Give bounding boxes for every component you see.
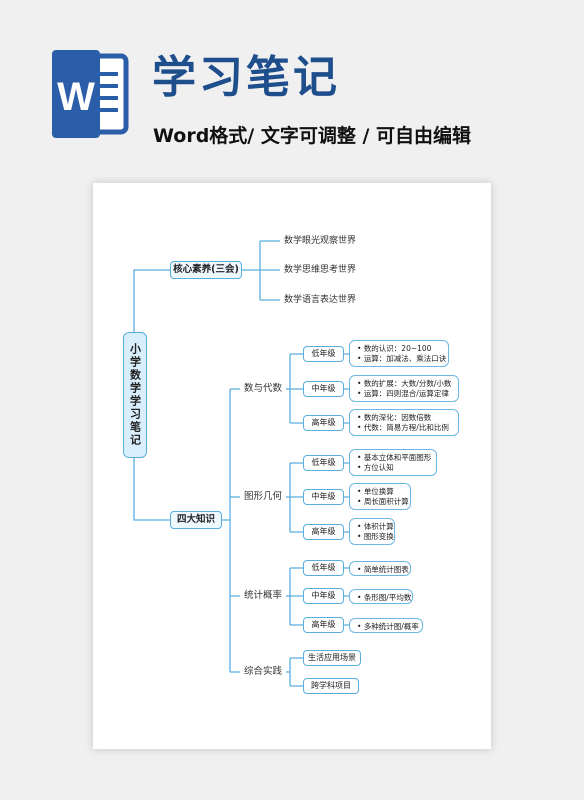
stats-mid-grade[interactable]: 中年级 — [303, 588, 344, 604]
word-icon-letter: W — [57, 75, 95, 119]
stats-mid-points: 条形图/平均数 — [349, 589, 413, 604]
practice-item-1[interactable]: 生活应用场景 — [303, 650, 361, 666]
geometry-low-points: 基本立体和平面图形 方位认知 — [349, 449, 437, 476]
page-subtitle: Word格式/ 文字可调整 / 可自由编辑 — [153, 125, 472, 147]
geometry-high-points: 体积计算 图形变换 — [349, 518, 395, 545]
stats-low-points: 简单统计图表 — [349, 561, 411, 576]
numbers-mid-point-1: 数的扩展：大数/分数/小数 — [357, 379, 454, 389]
numbers-high-grade[interactable]: 高年级 — [303, 415, 344, 431]
node-core-literacy[interactable]: 核心素养(三会) — [170, 261, 242, 279]
numbers-low-point-2: 运算：加减法、乘法口诀 — [357, 354, 447, 364]
stats-high-point-1: 多种统计图/概率 — [357, 622, 419, 632]
page-title: 学习笔记 — [152, 52, 340, 103]
category-practice: 综合实践 — [244, 666, 283, 677]
stats-high-grade[interactable]: 高年级 — [303, 617, 344, 633]
core-item-3: 数学语言表达世界 — [284, 295, 357, 305]
geometry-mid-points: 单位换算 周长面积计算 — [349, 483, 411, 510]
geometry-low-grade[interactable]: 低年级 — [303, 455, 344, 471]
practice-item-2[interactable]: 跨学科项目 — [303, 678, 359, 694]
numbers-mid-point-2: 运算：四则混合/运算定律 — [357, 389, 454, 399]
numbers-high-point-1: 数的深化：因数倍数 — [357, 413, 454, 423]
numbers-low-point-1: 数的认识：20~100 — [357, 344, 444, 354]
geometry-high-point-1: 体积计算 — [357, 522, 394, 532]
core-item-1: 数学眼光观察世界 — [284, 236, 357, 246]
root-node[interactable]: 小学数学学习笔记 — [123, 332, 147, 458]
category-stats: 统计概率 — [244, 590, 283, 601]
geometry-mid-point-2: 周长面积计算 — [357, 497, 409, 507]
category-geometry: 图形几何 — [244, 491, 283, 502]
stats-low-point-1: 简单统计图表 — [357, 565, 409, 575]
stats-high-points: 多种统计图/概率 — [349, 618, 423, 633]
numbers-low-points: 数的认识：20~100 运算：加减法、乘法口诀 — [349, 340, 449, 367]
geometry-low-point-2: 方位认知 — [357, 463, 432, 473]
geometry-mid-point-1: 单位换算 — [357, 487, 406, 497]
node-four-knowledge[interactable]: 四大知识 — [170, 511, 222, 529]
geometry-low-point-1: 基本立体和平面图形 — [357, 453, 432, 463]
geometry-high-grade[interactable]: 高年级 — [303, 524, 344, 540]
word-icon: W — [52, 50, 129, 138]
geometry-high-point-2: 图形变换 — [357, 532, 394, 542]
numbers-mid-grade[interactable]: 中年级 — [303, 381, 344, 397]
geometry-mid-grade[interactable]: 中年级 — [303, 489, 344, 505]
numbers-high-point-2: 代数：简易方程/比和比例 — [357, 423, 454, 433]
stats-mid-point-1: 条形图/平均数 — [357, 593, 412, 603]
category-numbers: 数与代数 — [244, 383, 283, 394]
numbers-mid-points: 数的扩展：大数/分数/小数 运算：四则混合/运算定律 — [349, 375, 459, 402]
core-item-2: 数学思维思考世界 — [284, 265, 357, 275]
numbers-high-points: 数的深化：因数倍数 代数：简易方程/比和比例 — [349, 409, 459, 436]
numbers-low-grade[interactable]: 低年级 — [303, 346, 344, 362]
stats-low-grade[interactable]: 低年级 — [303, 560, 344, 576]
